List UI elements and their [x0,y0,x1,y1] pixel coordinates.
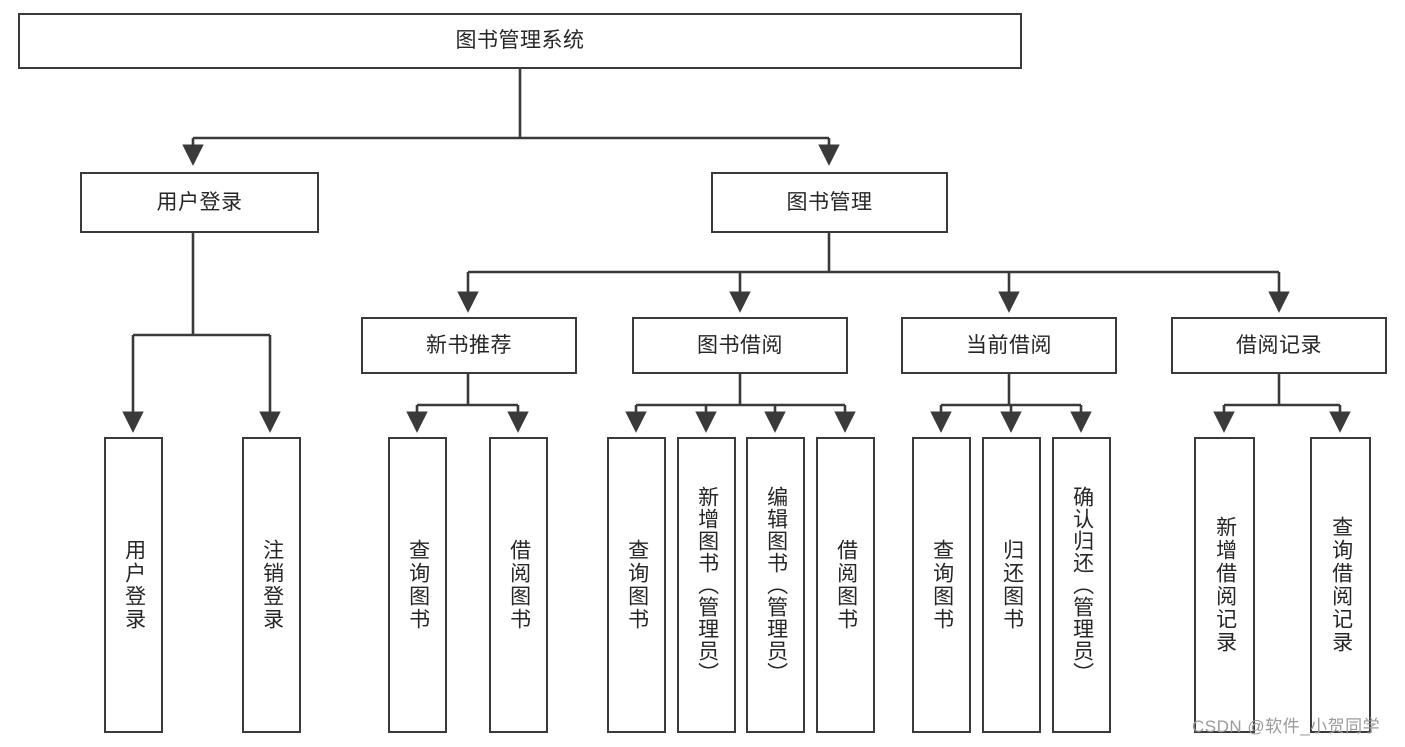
node-label: 用户登录 [156,190,243,214]
leaf-query-book-borrow[interactable]: 查询图书 [607,437,666,733]
leaf-return-book[interactable]: 归还图书 [982,437,1041,733]
node-label: 新增借阅记录 [1213,516,1237,654]
node-label: 注销登录 [260,539,284,631]
node-borrow-record[interactable]: 借阅记录 [1171,317,1387,374]
node-label: 当前借阅 [966,333,1052,357]
node-new-book-recommend[interactable]: 新书推荐 [361,317,577,374]
node-label: 用户登录 [122,539,146,631]
node-current-borrow[interactable]: 当前借阅 [901,317,1117,374]
node-label: 归还图书 [1000,539,1024,631]
node-label: 查询借阅记录 [1329,516,1353,654]
leaf-query-book-current[interactable]: 查询图书 [912,437,971,733]
node-label: 查询图书 [930,539,954,631]
node-label: 确认归还（管理员） [1070,486,1094,684]
node-label: 新书推荐 [426,333,512,357]
node-label: 新增图书（管理员） [695,486,719,684]
node-label: 图书借阅 [697,333,783,357]
node-root-system[interactable]: 图书管理系统 [18,13,1022,69]
node-label: 查询图书 [406,539,430,631]
leaf-edit-book-admin[interactable]: 编辑图书（管理员） [746,437,805,733]
node-book-borrow[interactable]: 图书借阅 [632,317,848,374]
leaf-confirm-return-admin[interactable]: 确认归还（管理员） [1052,437,1111,733]
leaf-borrow-book[interactable]: 借阅图书 [816,437,875,733]
node-label: 借阅图书 [507,539,531,631]
leaf-query-borrow-record[interactable]: 查询借阅记录 [1310,437,1371,733]
leaf-add-book-admin[interactable]: 新增图书（管理员） [677,437,736,733]
node-label: 借阅图书 [834,539,858,631]
leaf-borrow-book-recommend[interactable]: 借阅图书 [489,437,548,733]
node-label: 图书管理 [786,190,873,214]
leaf-logout[interactable]: 注销登录 [242,437,301,733]
node-label: 编辑图书（管理员） [764,486,788,684]
node-book-manage[interactable]: 图书管理 [711,172,948,233]
leaf-add-borrow-record[interactable]: 新增借阅记录 [1194,437,1255,733]
node-label: 图书管理系统 [455,29,585,53]
csdn-watermark: CSDN @软件_小贺同学 [1192,717,1381,736]
node-label: 借阅记录 [1236,333,1322,357]
node-label: 查询图书 [625,539,649,631]
leaf-user-login[interactable]: 用户登录 [104,437,163,733]
leaf-query-book-recommend[interactable]: 查询图书 [388,437,447,733]
node-user-login[interactable]: 用户登录 [80,172,319,233]
